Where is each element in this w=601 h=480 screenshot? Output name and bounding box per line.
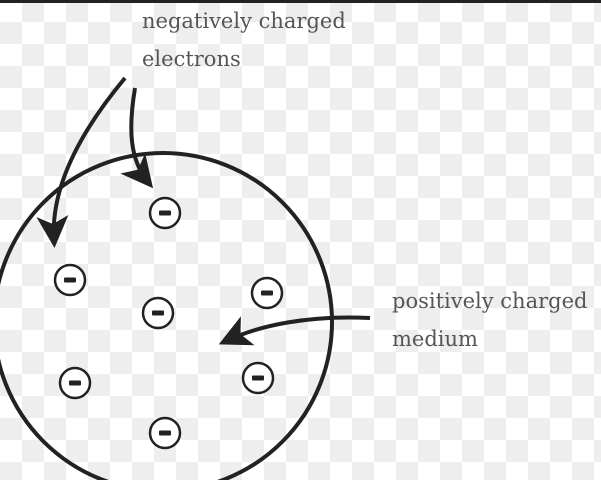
top-border — [0, 0, 601, 3]
label-medium-line2: medium — [392, 327, 478, 351]
minus-icon — [159, 430, 171, 436]
label-electrons-line2: electrons — [142, 47, 241, 71]
electron — [241, 361, 275, 395]
electron — [148, 416, 182, 450]
label-medium-line1: positively charged — [392, 289, 588, 313]
electron — [148, 196, 182, 230]
label-medium: positively charged medium — [392, 282, 587, 358]
electron — [250, 276, 284, 310]
arrow-electron-left — [36, 76, 127, 248]
electron — [58, 366, 92, 400]
electron — [141, 296, 175, 330]
minus-icon — [261, 290, 273, 296]
label-electrons-line1: negatively charged — [142, 9, 346, 33]
electron — [53, 263, 87, 297]
atom-circle — [0, 151, 334, 480]
minus-icon — [252, 375, 264, 381]
minus-icon — [159, 210, 171, 216]
label-electrons: negatively charged electrons — [142, 2, 346, 78]
minus-icon — [152, 310, 164, 316]
minus-icon — [64, 277, 76, 283]
arrow-electron-top — [120, 87, 154, 189]
minus-icon — [69, 380, 81, 386]
arrow-medium — [218, 315, 371, 346]
